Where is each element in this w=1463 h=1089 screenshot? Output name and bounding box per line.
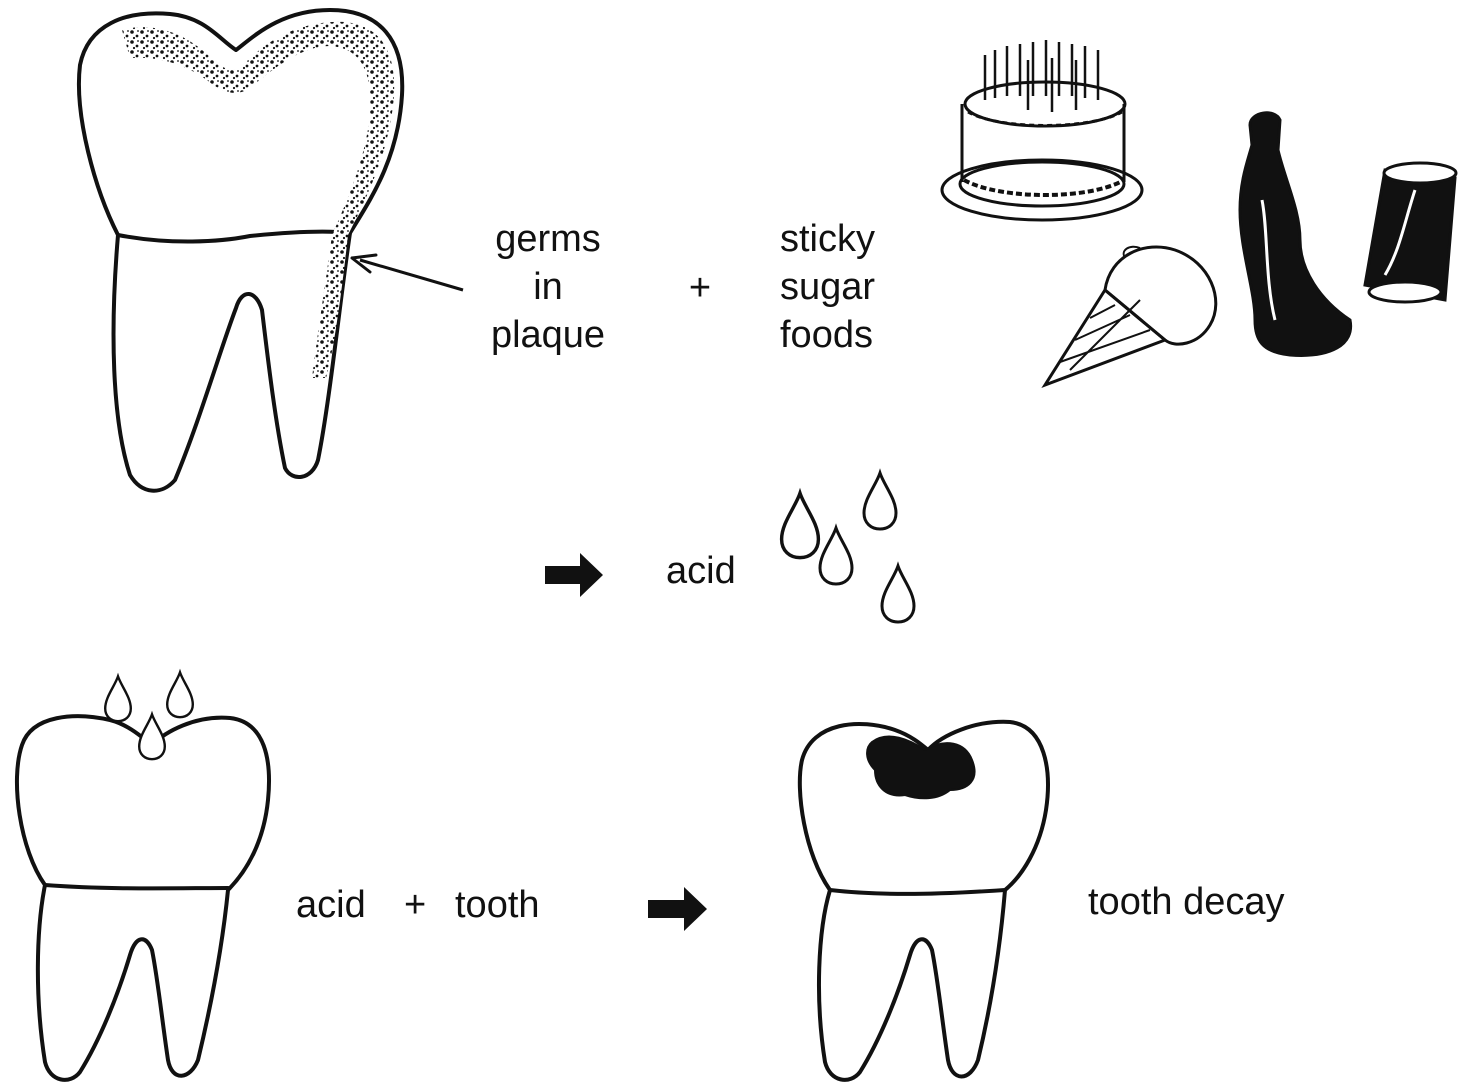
decayed-tooth-gum-line xyxy=(830,890,1005,894)
tooth-with-acid-drops xyxy=(17,716,269,1080)
acid-label-bottom: acid xyxy=(296,881,366,929)
germs-label-line-2: in xyxy=(468,263,628,311)
molar-with-plaque xyxy=(79,10,402,491)
acid-drops-icon xyxy=(782,473,914,622)
arrow-right-icon xyxy=(545,553,603,597)
arrow-right-icon-2 xyxy=(648,887,707,931)
birthday-cake-icon xyxy=(942,40,1142,220)
plus-sign-bottom: + xyxy=(404,881,426,929)
molar-gum-line xyxy=(118,232,350,242)
soda-can-icon xyxy=(1365,163,1456,302)
plaque-pointer-arrow xyxy=(352,255,463,290)
ice-cream-cone-icon xyxy=(1045,247,1216,385)
plaque-deposit xyxy=(122,22,394,378)
tooth-label-bottom: tooth xyxy=(455,881,540,929)
tooth-acid-outline xyxy=(17,716,269,1080)
germs-label-line-1: germs xyxy=(468,215,628,263)
sticky-sugar-foods-label: sticky sugar foods xyxy=(780,215,910,359)
plus-sign-top: + xyxy=(680,264,720,312)
foods-label-line-1: sticky xyxy=(780,215,910,263)
tooth-decay-label: tooth decay xyxy=(1088,878,1284,926)
acid-result-label: acid xyxy=(666,547,736,595)
cola-bottle-icon xyxy=(1240,113,1351,356)
foods-label-line-3: foods xyxy=(780,311,910,359)
foods-label-line-2: sugar xyxy=(780,263,910,311)
small-acid-drops-icon xyxy=(105,672,193,759)
germs-label-line-3: plaque xyxy=(468,311,628,359)
germs-in-plaque-label: germs in plaque xyxy=(468,215,628,359)
tooth-acid-gum-line xyxy=(45,885,228,888)
